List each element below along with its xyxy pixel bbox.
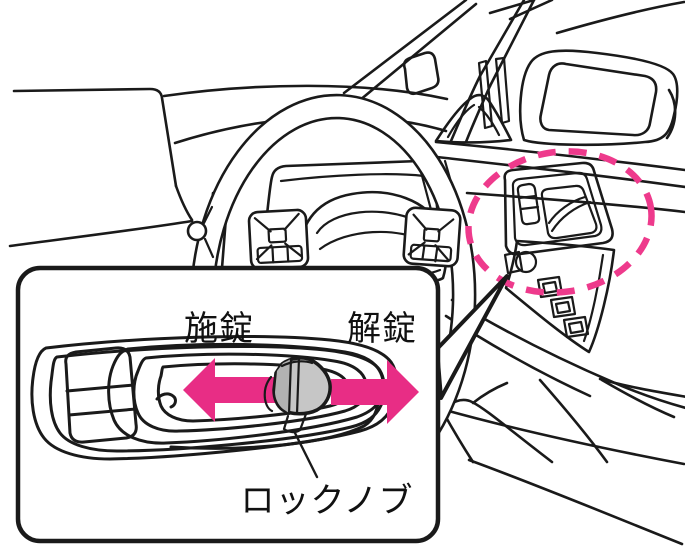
knob-label: ロックノブ: [241, 481, 414, 521]
right-spoke-buttons: [402, 206, 462, 268]
callout-box: [15, 265, 441, 544]
grip-reflector: [64, 346, 138, 444]
mirror-glass: [539, 62, 658, 137]
door-lock-slot: [516, 182, 541, 226]
door-armrest-lines: [441, 298, 685, 546]
pillar-grab-handle: [402, 51, 440, 96]
door-sill-lines: [426, 140, 685, 214]
power-window-switches: [536, 275, 590, 339]
dashboard-display: [8, 87, 194, 248]
lock-arrow-icon: [183, 358, 278, 422]
window-switch-panel: [503, 239, 616, 354]
unlock-arrow-icon: [331, 360, 419, 424]
mirror-sail-panel: [434, 93, 513, 144]
highlight-dashed-ellipse: [465, 148, 655, 296]
turn-signal-stalk: [186, 205, 215, 259]
left-spoke-buttons: [247, 208, 310, 271]
lock-label: 施錠: [184, 309, 254, 349]
unlock-label: 解錠: [347, 309, 417, 349]
roof-lines: [488, 0, 685, 35]
lock-knob: [263, 356, 332, 434]
mirror-adjust-knob: [514, 250, 538, 274]
knob-leader-line: [292, 429, 319, 479]
door-handle-cup: [540, 184, 598, 240]
side-mirror: [518, 49, 679, 147]
a-pillar: [342, 0, 536, 144]
